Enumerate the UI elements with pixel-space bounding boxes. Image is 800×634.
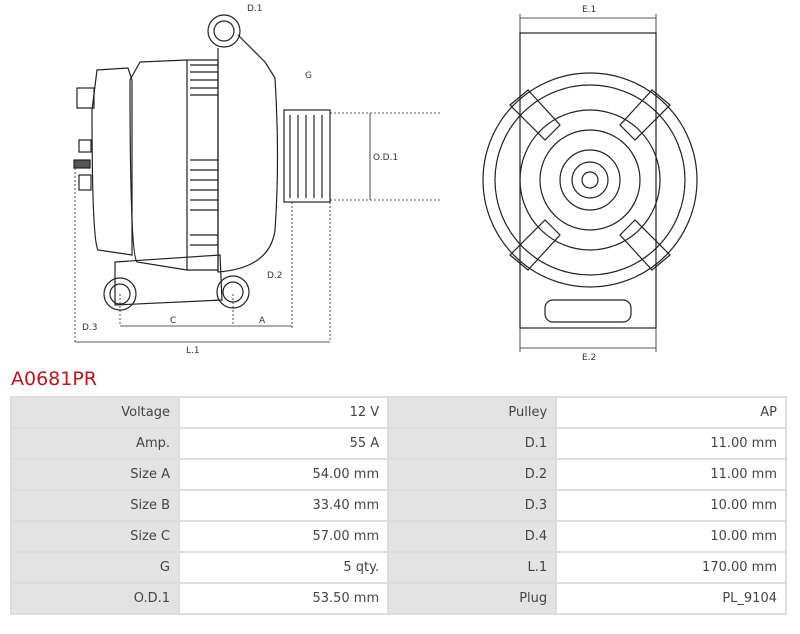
spec-value: 53.50 mm [180, 584, 388, 613]
label-od1: O.D.1 [373, 153, 398, 163]
spec-label: Size C [12, 522, 178, 551]
spec-value: 33.40 mm [180, 491, 388, 520]
spec-value: 170.00 mm [557, 553, 785, 582]
label-d3: D.3 [82, 323, 98, 333]
alternator-technical-drawing: D.1 G O.D.1 D.2 D.3 C A L.1 E.1 E.2 [73, 4, 698, 363]
spec-label: Amp. [12, 429, 178, 458]
spec-value: 11.00 mm [557, 460, 785, 489]
spec-label: Size A [12, 460, 178, 489]
spec-label: Pulley [389, 398, 556, 427]
product-code-title: A0681PR [11, 368, 98, 390]
spec-label: G [12, 553, 178, 582]
spec-label: D.2 [389, 460, 556, 489]
spec-label: Voltage [12, 398, 178, 427]
label-l1: L.1 [186, 346, 200, 356]
spec-value: 12 V [180, 398, 388, 427]
side-view-drawing [73, 14, 440, 343]
label-d2: D.2 [267, 271, 283, 281]
label-e2: E.2 [582, 353, 596, 363]
spec-value: 5 qty. [180, 553, 388, 582]
spec-value: 57.00 mm [180, 522, 388, 551]
spec-value: AP [557, 398, 785, 427]
spec-value: 10.00 mm [557, 491, 785, 520]
spec-label: O.D.1 [12, 584, 178, 613]
spec-label: D.4 [389, 522, 556, 551]
label-d1: D.1 [247, 4, 263, 14]
spec-value: 55 A [180, 429, 388, 458]
spec-label: Plug [389, 584, 556, 613]
front-view-drawing [482, 32, 698, 329]
label-a: A [259, 316, 266, 326]
spec-label: L.1 [389, 553, 556, 582]
spec-value: PL_9104 [557, 584, 785, 613]
spec-value: 54.00 mm [180, 460, 388, 489]
label-g: G [305, 71, 312, 81]
label-e1: E.1 [582, 5, 596, 15]
label-c: C [170, 316, 176, 326]
spec-label: D.1 [389, 429, 556, 458]
spec-value: 10.00 mm [557, 522, 785, 551]
spec-value: 11.00 mm [557, 429, 785, 458]
spec-label: D.3 [389, 491, 556, 520]
spec-label: Size B [12, 491, 178, 520]
